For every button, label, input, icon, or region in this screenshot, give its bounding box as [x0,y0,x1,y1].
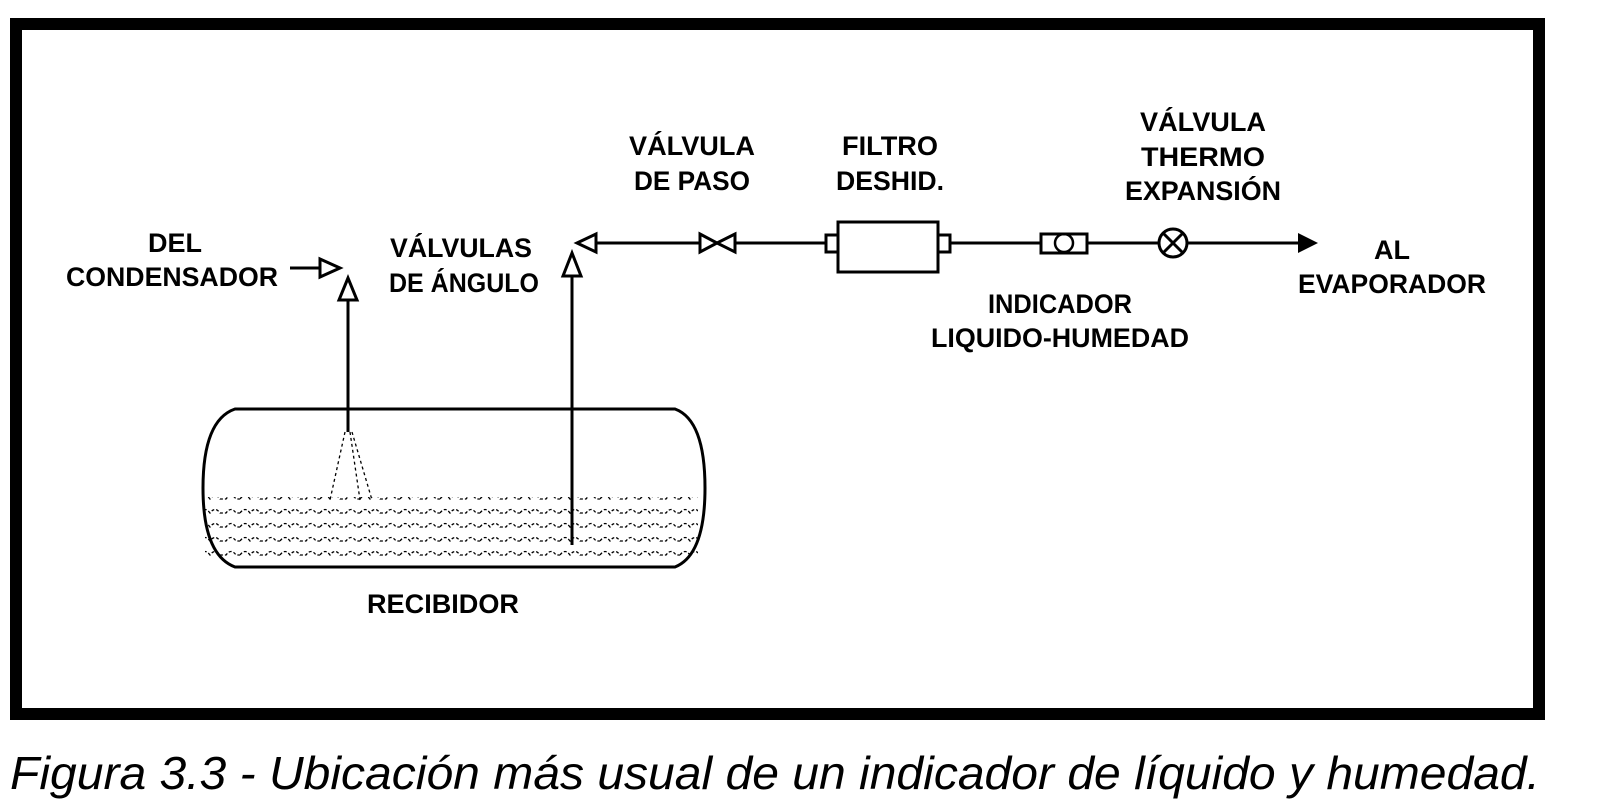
label-valvula-thermo-1: VÁLVULA [1140,106,1266,137]
frame-border [10,18,1545,720]
label-filtro-2: DESHID. [836,166,944,196]
shutoff-valve-icon [698,231,737,255]
angle-valve-1-inlet-icon [318,256,344,280]
label-valvulas-angulo-1: VÁLVULAS [390,232,532,263]
arrow-right-icon [1298,233,1318,253]
spray-icon [329,431,373,501]
liquid-level [205,497,698,563]
label-recibidor: RECIBIDOR [367,589,519,619]
label-valvulas-angulo-2: DE ÁNGULO [389,267,539,298]
label-indicador-2: LIQUIDO-HUMEDAD [931,323,1189,353]
label-del-condensador-2: CONDENSADOR [66,262,278,292]
filter-drier-icon [824,220,952,274]
figure-caption: Figura 3.3 - Ubicación más usual de un i… [10,747,1540,799]
receiver-tank [201,407,707,569]
label-valvula-thermo-3: EXPANSIÓN [1125,175,1281,206]
angle-valve-2-outlet-icon [573,231,598,255]
label-al-evaporador-2: EVAPORADOR [1298,269,1486,299]
label-del-condensador-1: DEL [148,228,202,258]
expansion-valve-icon [1157,227,1189,259]
label-al-evaporador-1: AL [1374,235,1410,265]
label-indicador-1: INDICADOR [988,289,1132,319]
label-valvula-paso-2: DE PASO [634,166,750,196]
angle-valve-1-outlet-icon [336,274,360,302]
sight-glass-indicator-icon [1039,232,1089,255]
label-valvula-thermo-2: THERMO [1141,142,1265,172]
label-valvula-paso-1: VÁLVULA [629,130,755,161]
angle-valve-2-inlet-icon [560,248,584,278]
label-filtro-1: FILTRO [842,131,938,161]
